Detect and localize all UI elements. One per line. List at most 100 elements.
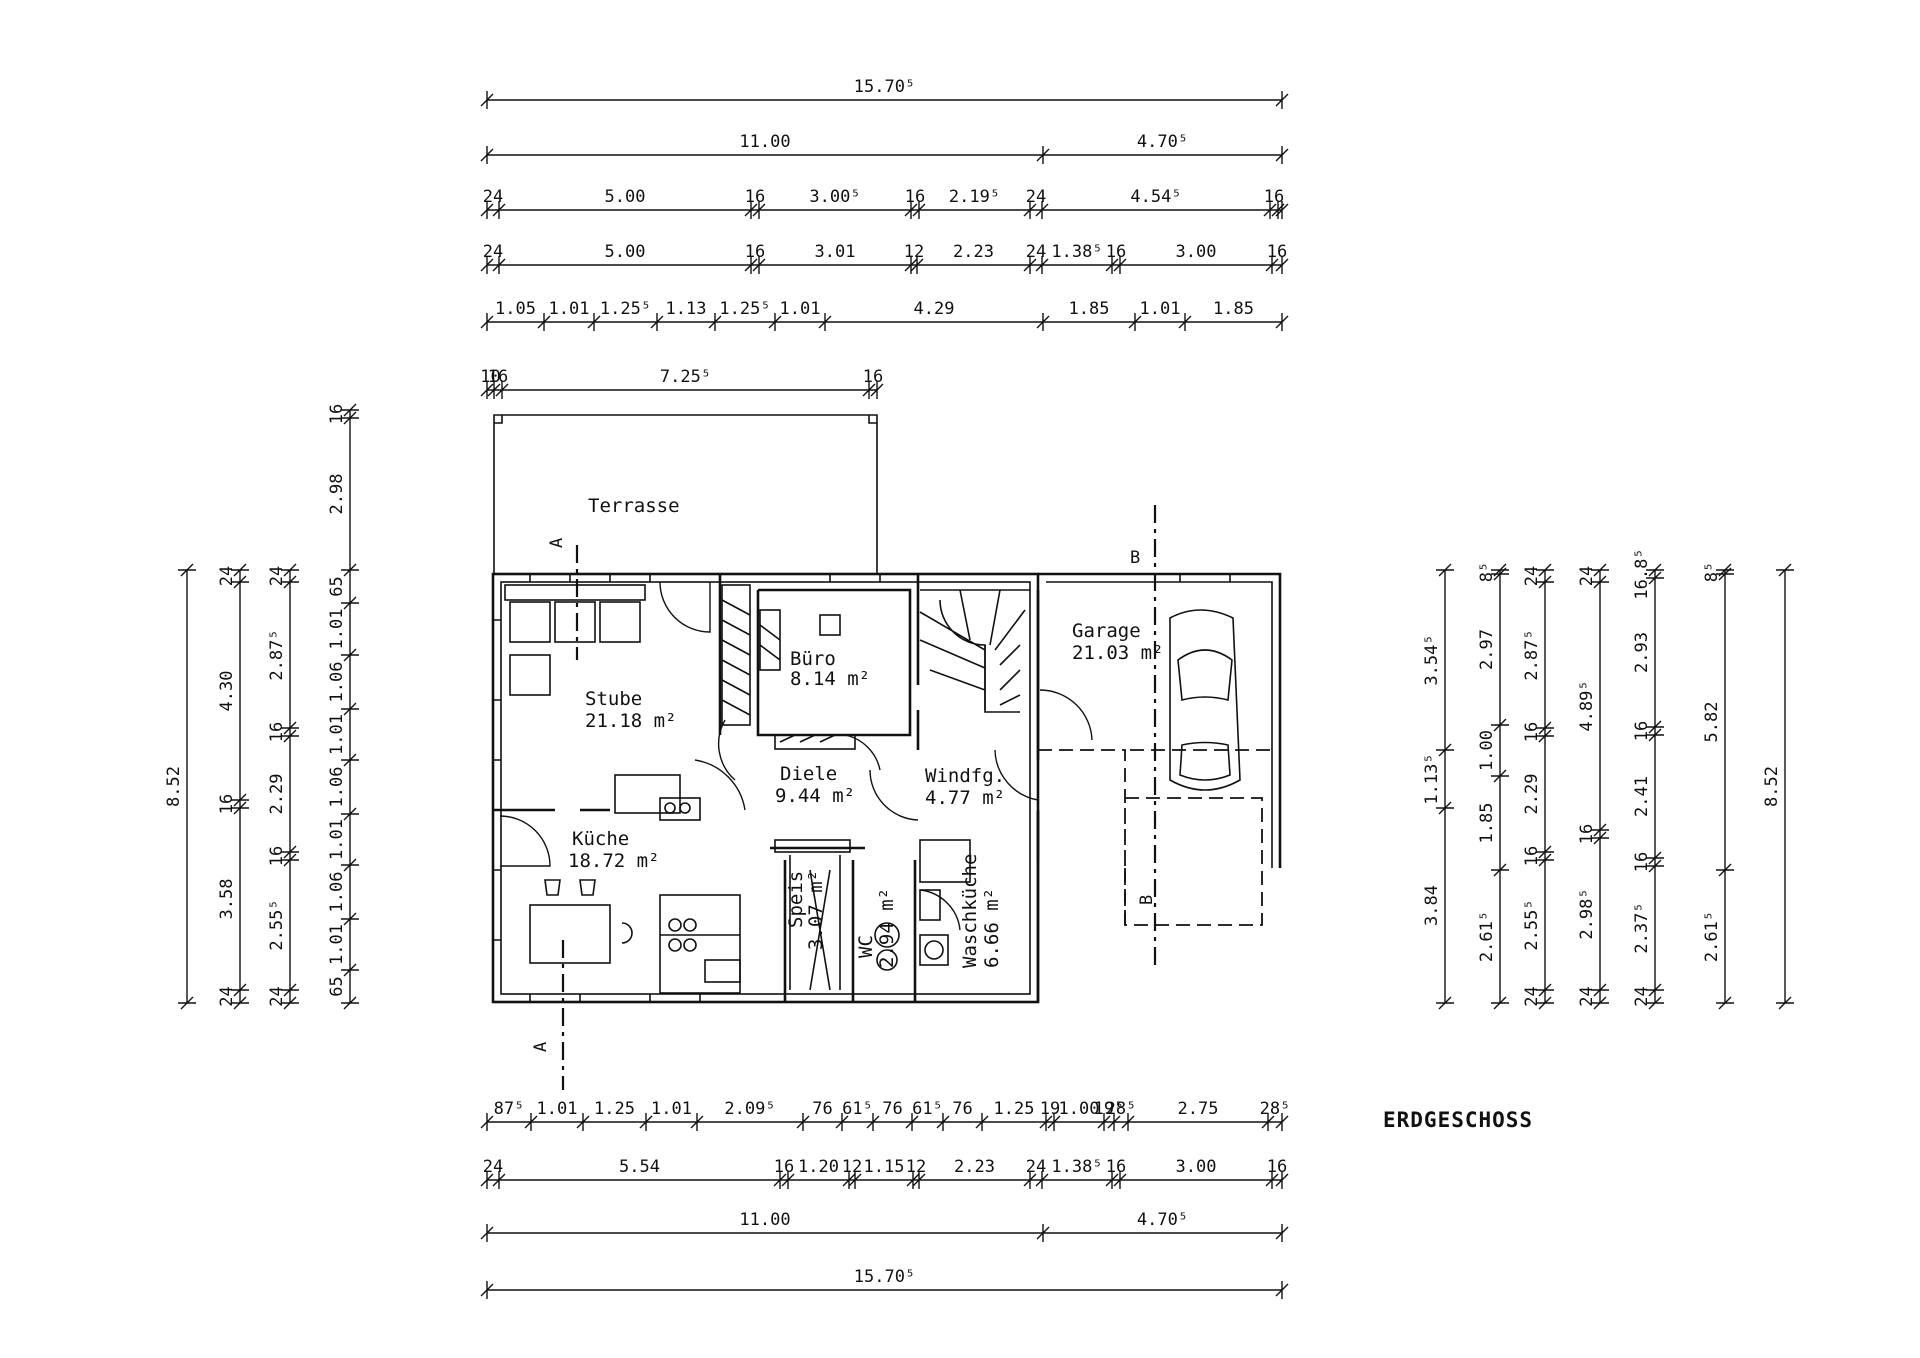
top-row5-label-8: 1.01 [1140,299,1181,319]
bottom-row1-label-4: 2.09⁵ [724,1099,775,1119]
top-row5-label-2: 1.25⁵ [600,299,651,319]
top-row5-label-0: 1.05 [495,299,536,319]
bottom-row1-label-7: 76 [882,1099,902,1119]
room-kueche: Küche [572,828,629,850]
room-speis: Speis [785,871,807,928]
top-row3-label-5: 2.19⁵ [949,187,1000,207]
bottom-row2-label-7: 2.23 [954,1157,995,1177]
right-col3-label-3: 2.29 [1522,774,1542,815]
terrace-width-label-2: 7.25⁵ [660,367,711,387]
right-col4-label-0: 24 [1577,566,1597,586]
bottom-row2-label-10: 16 [1106,1157,1126,1177]
right-col4-label-1: 4.89⁵ [1577,680,1597,731]
right-col3-label-6: 24 [1522,986,1542,1006]
top-row5-label-1: 1.01 [549,299,590,319]
left-col3-label-2: 16 [267,722,287,742]
room-stube-area: 21.18 m² [585,710,677,732]
bottom-row1-label-3: 1.01 [651,1099,692,1119]
room-windfang-area: 4.77 m² [925,787,1005,809]
terrace-width-label-3: 16 [863,367,883,387]
room-windfang: Windfg. [925,765,1005,787]
bottom-row2-label-9: 1.38⁵ [1051,1157,1102,1177]
bottom-row1-label-2: 1.25 [594,1099,635,1119]
top-row5-label-3: 1.13 [666,299,707,319]
right-col2-label-2: 1.00 [1477,730,1497,771]
room-kueche-area: 18.72 m² [568,850,660,872]
room-wc: WC [855,935,877,958]
bottom-total-label-0: 15.70⁵ [854,1267,915,1287]
left-col4-label-2: 65 [327,576,347,596]
left-col2-label-3: 3.58 [217,879,237,920]
bottom-row2-label-0: 24 [483,1157,503,1177]
left-col4-label-6: 1.06 [327,767,347,808]
right-col5-label-2: 16 [1632,721,1652,741]
top-row3-label-4: 16 [905,187,925,207]
bottom-row2-label-8: 24 [1026,1157,1046,1177]
room-stube: Stube [585,688,642,710]
room-speis-area: 3.07 m² [805,870,827,950]
top-row4-label-10: 16 [1267,242,1287,262]
left-col3-label-1: 2.87⁵ [267,629,287,680]
top-row3-label-3: 3.00⁵ [809,187,860,207]
top-row3-label-2: 16 [745,187,765,207]
bottom-row1-label-14: 28⁵ [1106,1099,1137,1119]
building-walls [491,414,1282,1090]
left-col2-label-2: 16 [217,794,237,814]
right-col6-label-1: 5.82 [1702,702,1722,743]
room-labels: Terrasse Stube 21.18 m² Büro 8.14 m² Die… [568,495,1164,968]
top-row4-label-0: 24 [483,242,503,262]
top-row4-label-6: 24 [1026,242,1046,262]
room-buero-area: 8.14 m² [790,668,870,690]
left-col4-label-3: 1.01 [327,609,347,650]
bottom-row1-label-15: 2.75 [1178,1099,1219,1119]
terrace-width-label-1: 16 [488,367,508,387]
room-waschkueche-area: 6.66 m² [981,888,1003,968]
bottom-split-label-0: 11.00 [739,1210,790,1230]
bottom-row1-label-8: 61⁵ [912,1099,943,1119]
room-waschkueche: Waschküche [959,854,981,968]
bottom-row2-label-3: 1.20 [798,1157,839,1177]
left-col4-label-5: 1.01 [327,714,347,755]
top-row4-label-2: 16 [745,242,765,262]
bottom-row2-label-12: 16 [1267,1157,1287,1177]
right-col1-label-2: 3.84 [1422,885,1442,926]
bottom-row1-label-10: 1.25 [994,1099,1035,1119]
bottom-row2-label-6: 12 [906,1157,926,1177]
right-col5-label-4: 16 [1632,852,1652,872]
left-col4-label-7: 1.01 [327,819,347,860]
left-col2-label-4: 24 [217,986,237,1006]
room-garage-area: 21.03 m² [1072,642,1164,664]
section-marker-b-bottom: B [1137,895,1157,905]
bottom-row1-label-13: 19⁵ [1094,1099,1125,1119]
drawing-title: ERDGESCHOSS [1383,1108,1533,1132]
left-col4-label-9: 1.01 [327,924,347,965]
right-col3-label-5: 2.55⁵ [1522,899,1542,950]
left-col2-label-1: 4.30 [217,671,237,712]
bottom-row1-label-0: 87⁵ [494,1099,525,1119]
top-row4-label-9: 3.00 [1176,242,1217,262]
bottom-row2-label-1: 5.54 [619,1157,660,1177]
right-col4-label-4: 24 [1577,986,1597,1006]
bottom-row1-label-12: 1.00 [1059,1099,1100,1119]
right-col5-label-5: 2.37⁵ [1632,902,1652,953]
top-row4-label-5: 2.23 [953,242,994,262]
room-garage: Garage [1072,620,1141,642]
left-col3-label-3: 2.29 [267,774,287,815]
left-col4-label-4: 1.06 [327,662,347,703]
left-col4-label-1: 2.98 [327,474,347,515]
top-row3-label-0: 24 [483,187,503,207]
terrace-width-label-0: 10 [480,367,500,387]
bottom-row1-label-6: 61⁵ [842,1099,873,1119]
right-col5-label-0: 16.8⁵ [1632,548,1652,599]
top-row3-label-6: 24 [1026,187,1046,207]
right-col3-label-4: 16 [1522,846,1542,866]
top-row4-label-8: 16 [1106,242,1126,262]
top-row3-label-7: 4.54⁵ [1130,187,1181,207]
section-markers: A B A B [531,538,1157,1052]
top-total-label-0: 15.70⁵ [854,77,915,97]
right-col5-label-6: 24 [1632,986,1652,1006]
left-col1-label-0: 8.52 [164,766,184,807]
room-terrasse: Terrasse [588,495,680,517]
